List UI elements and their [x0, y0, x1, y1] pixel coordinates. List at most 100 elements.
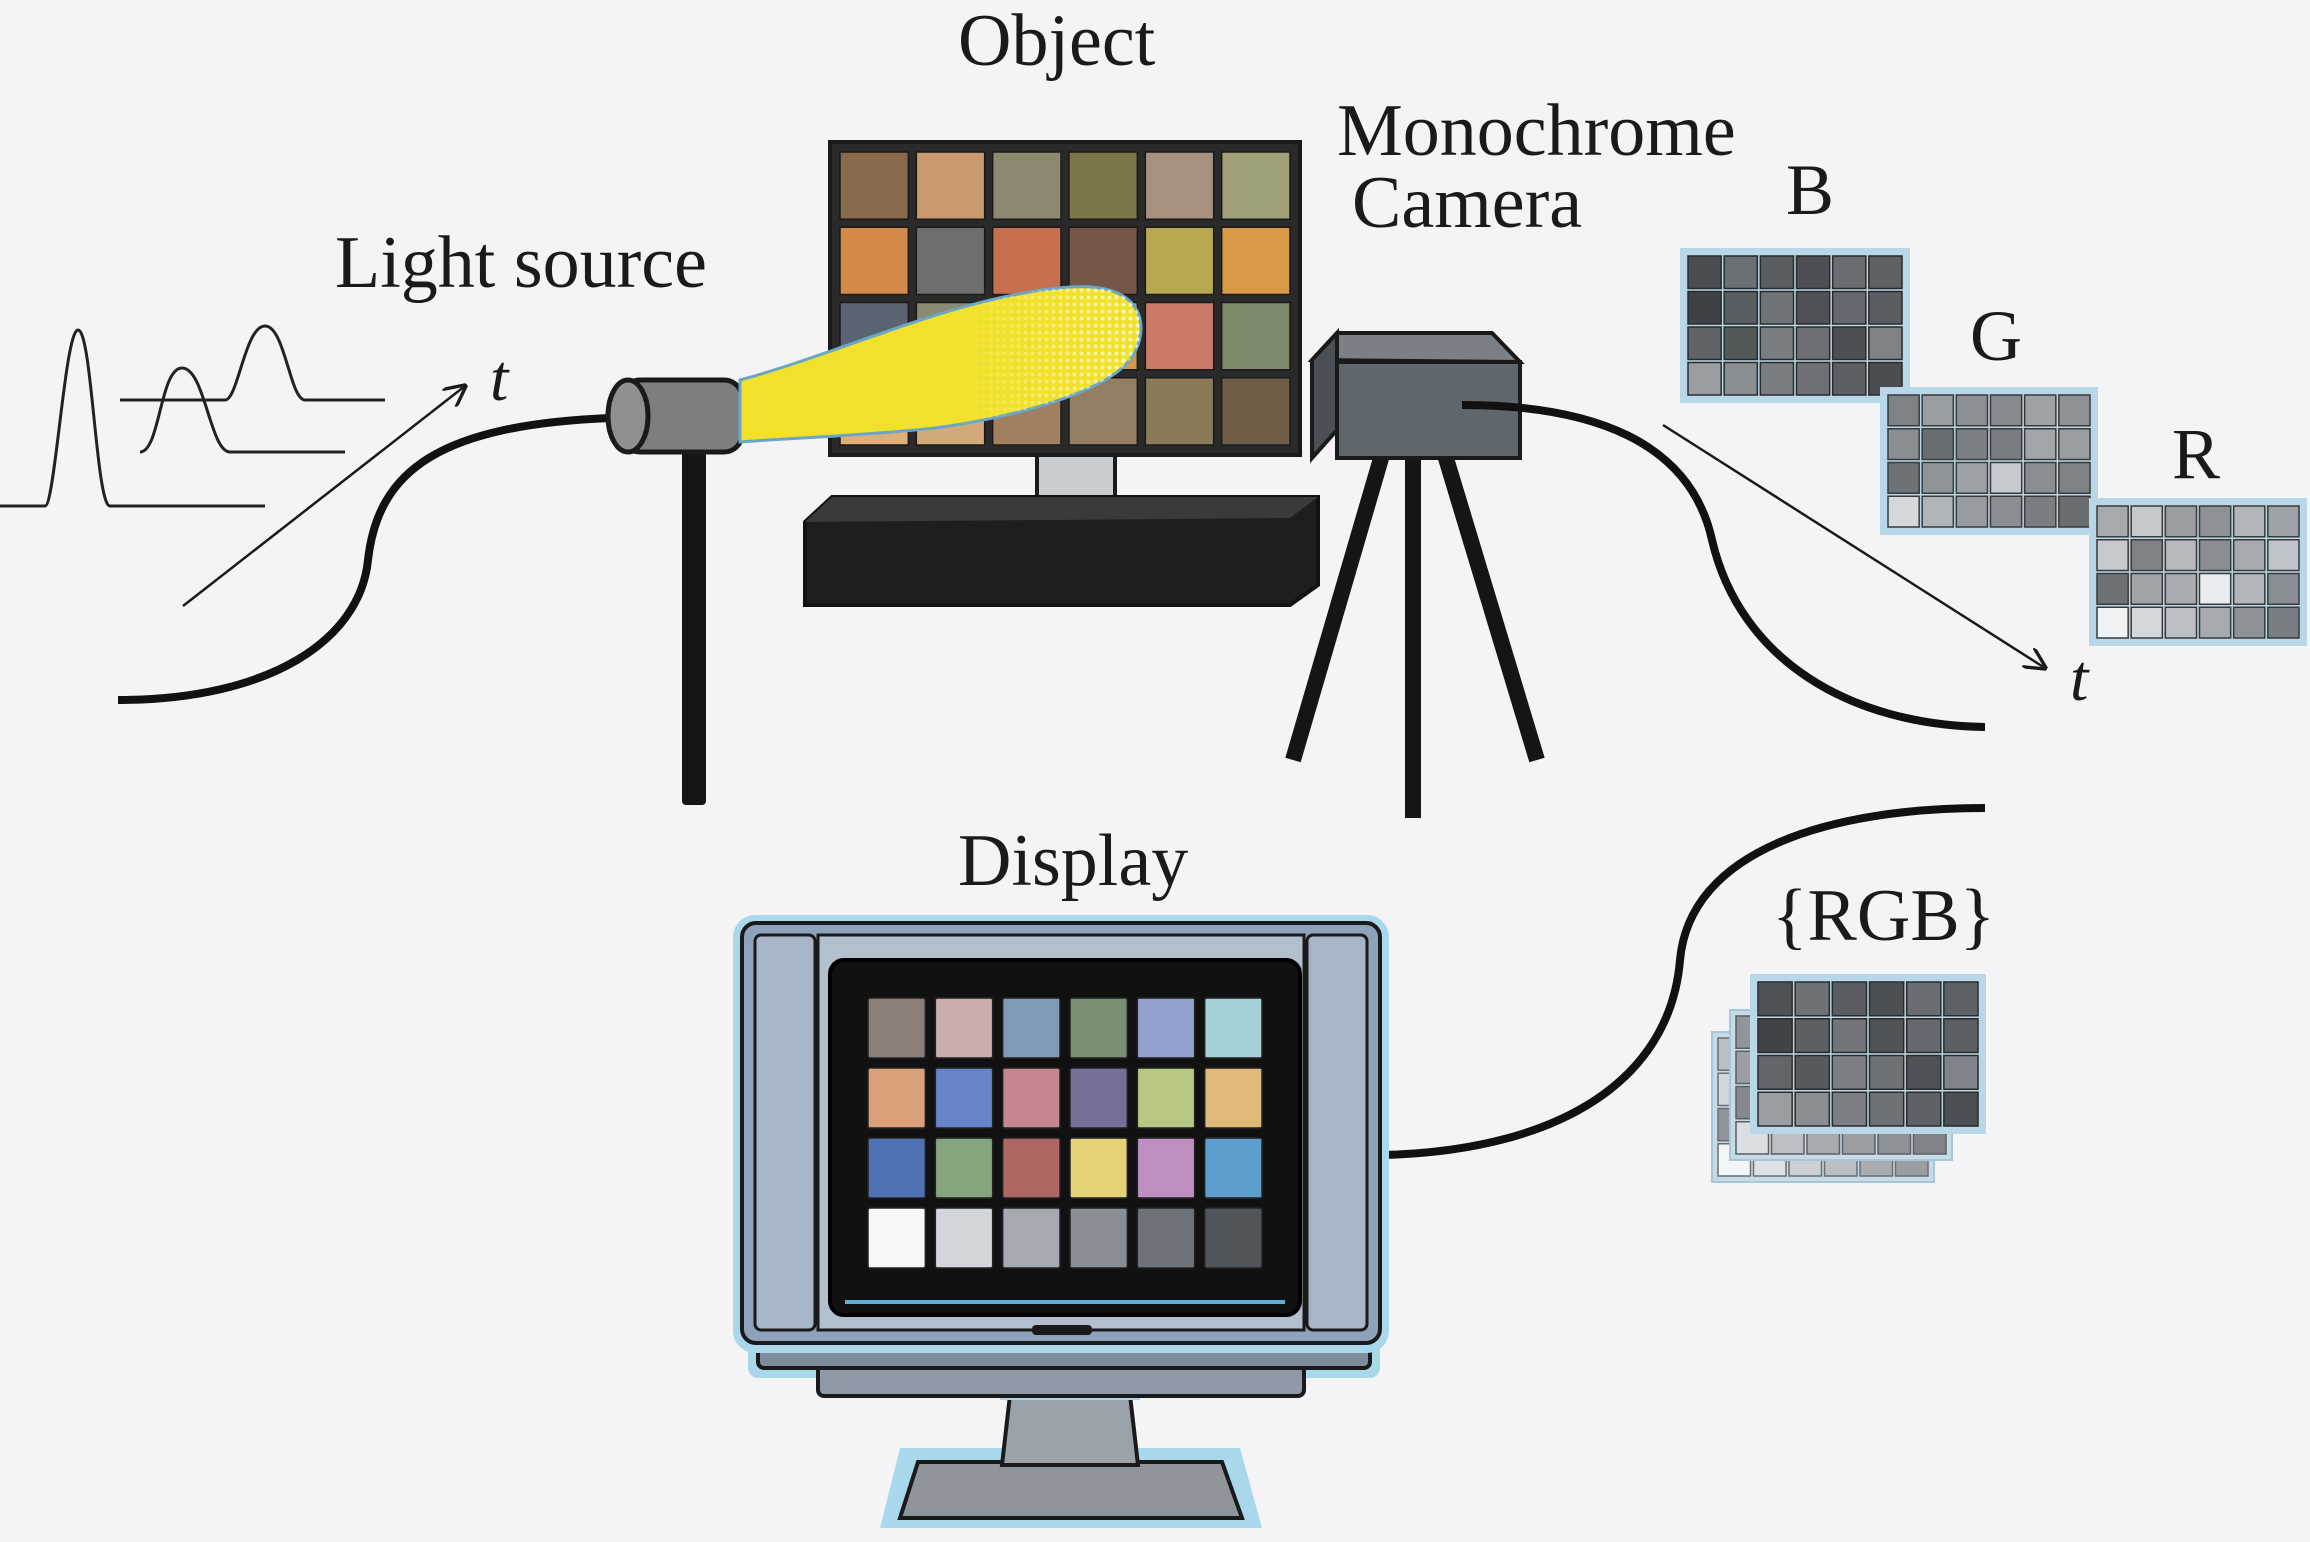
b-patch-4 [1795, 255, 1831, 290]
object-stand-neck [1035, 453, 1117, 502]
r-patch-23 [2232, 606, 2266, 639]
rgb-layer1-patch-23 [1905, 1091, 1942, 1127]
g-patch-4 [1989, 394, 2023, 427]
display-patch-13 [867, 1137, 927, 1199]
rgb-layer1-patch-1 [1757, 981, 1793, 1017]
camera-cable [1461, 401, 1986, 731]
b-patch-19 [1687, 361, 1722, 396]
object-patch-5 [1144, 151, 1215, 220]
rgb-layer1-patch-21 [1831, 1091, 1868, 1127]
b-patch-22 [1795, 361, 1831, 396]
g-patch-16 [1989, 461, 2023, 494]
display-label: Display [958, 820, 1188, 902]
display-patch-21 [1001, 1207, 1061, 1269]
r-patch-22 [2198, 606, 2232, 639]
object-patch-7 [839, 226, 910, 296]
g-patch-12 [2058, 428, 2091, 461]
g-patch-14 [1921, 461, 1955, 494]
g-patch-8 [1921, 428, 1955, 461]
display-patch-5 [1136, 997, 1196, 1059]
object-patch-11 [1144, 226, 1215, 296]
display-patch-9 [1001, 1067, 1061, 1129]
b-patch-13 [1687, 326, 1722, 361]
rgb-layer1-patch-13 [1757, 1054, 1793, 1090]
g-patch-7 [1887, 428, 1920, 461]
rgb-layer1-patch-10 [1868, 1018, 1905, 1054]
channel-b-label: B [1786, 150, 1834, 230]
b-patch-9 [1759, 290, 1795, 325]
light-beam-dots [740, 286, 1142, 442]
object-patch-3 [991, 151, 1062, 220]
light-source-label: Light source [335, 222, 707, 304]
channel-r-patches [2096, 505, 2300, 639]
monitor-power-slot [1032, 1325, 1092, 1335]
rgb-layer1-patch-19 [1757, 1091, 1793, 1127]
display-patch-15 [1001, 1137, 1061, 1199]
r-patch-8 [2130, 539, 2164, 572]
camera-body-side [1310, 327, 1339, 464]
r-patch-14 [2130, 572, 2164, 605]
object-patch-12 [1220, 226, 1291, 296]
spectrum-pulse-1 [0, 328, 265, 508]
b-patch-23 [1831, 361, 1867, 396]
object-patch-23 [1144, 377, 1215, 446]
rgb-layer1-patch-5 [1905, 981, 1942, 1017]
g-patch-15 [1955, 461, 1989, 494]
time-arrow-capture [1662, 423, 2045, 668]
display-monitor [733, 915, 1389, 1528]
rgb-layer1-patch-2 [1794, 981, 1831, 1017]
light-source [605, 377, 745, 805]
g-patch-24 [2058, 495, 2091, 528]
display-patch-12 [1203, 1067, 1263, 1129]
light-beam [738, 285, 1143, 444]
channel-b-image [1680, 248, 1910, 403]
g-patch-1 [1887, 394, 1920, 427]
display-patch-2 [934, 997, 994, 1059]
camera-label-line1: Monochrome [1337, 90, 1736, 172]
display-chart-patches [867, 997, 1263, 1269]
g-patch-10 [1989, 428, 2023, 461]
g-patch-18 [2058, 461, 2091, 494]
display-patch-14 [934, 1137, 994, 1199]
g-patch-20 [1921, 495, 1955, 528]
tripod-leg-right [1437, 452, 1545, 763]
object-patch-2 [915, 151, 986, 220]
light-source-stand [682, 445, 706, 805]
r-patch-10 [2198, 539, 2232, 572]
display-patch-3 [1001, 997, 1061, 1059]
rgb-layer1-patch-8 [1794, 1018, 1831, 1054]
g-patch-21 [1955, 495, 1989, 528]
channel-g-label: G [1970, 296, 2022, 376]
rgb-layer1-patch-3 [1831, 981, 1868, 1017]
g-patch-3 [1955, 394, 1989, 427]
r-patch-19 [2096, 606, 2129, 639]
time-label-light: t [490, 342, 510, 415]
r-patch-21 [2164, 606, 2198, 639]
g-patch-19 [1887, 495, 1920, 528]
monitor-neck [999, 1393, 1141, 1467]
display-patch-17 [1136, 1137, 1196, 1199]
object-patch-4 [1068, 151, 1139, 220]
r-patch-5 [2232, 505, 2266, 538]
g-patch-11 [2023, 428, 2057, 461]
display-cable [1384, 804, 1986, 1159]
object-pedestal-top [805, 497, 1318, 522]
g-patch-2 [1921, 394, 1955, 427]
display-patch-10 [1069, 1067, 1129, 1129]
r-patch-4 [2198, 505, 2232, 538]
r-patch-7 [2096, 539, 2129, 572]
b-patch-18 [1868, 326, 1903, 361]
channel-r-image [2089, 498, 2307, 646]
monitor-side-right [1305, 933, 1369, 1332]
g-patch-23 [2023, 495, 2057, 528]
r-patch-6 [2267, 505, 2300, 538]
rgb-layer1-patch-16 [1868, 1054, 1905, 1090]
display-patch-19 [867, 1207, 927, 1269]
display-patch-16 [1069, 1137, 1129, 1199]
rgb-layer1-patch-7 [1757, 1018, 1793, 1054]
rgb-set-label: {RGB} [1772, 875, 1995, 957]
object-patch-18 [1220, 301, 1291, 371]
r-patch-12 [2267, 539, 2300, 572]
display-patch-4 [1069, 997, 1129, 1059]
b-patch-21 [1759, 361, 1795, 396]
